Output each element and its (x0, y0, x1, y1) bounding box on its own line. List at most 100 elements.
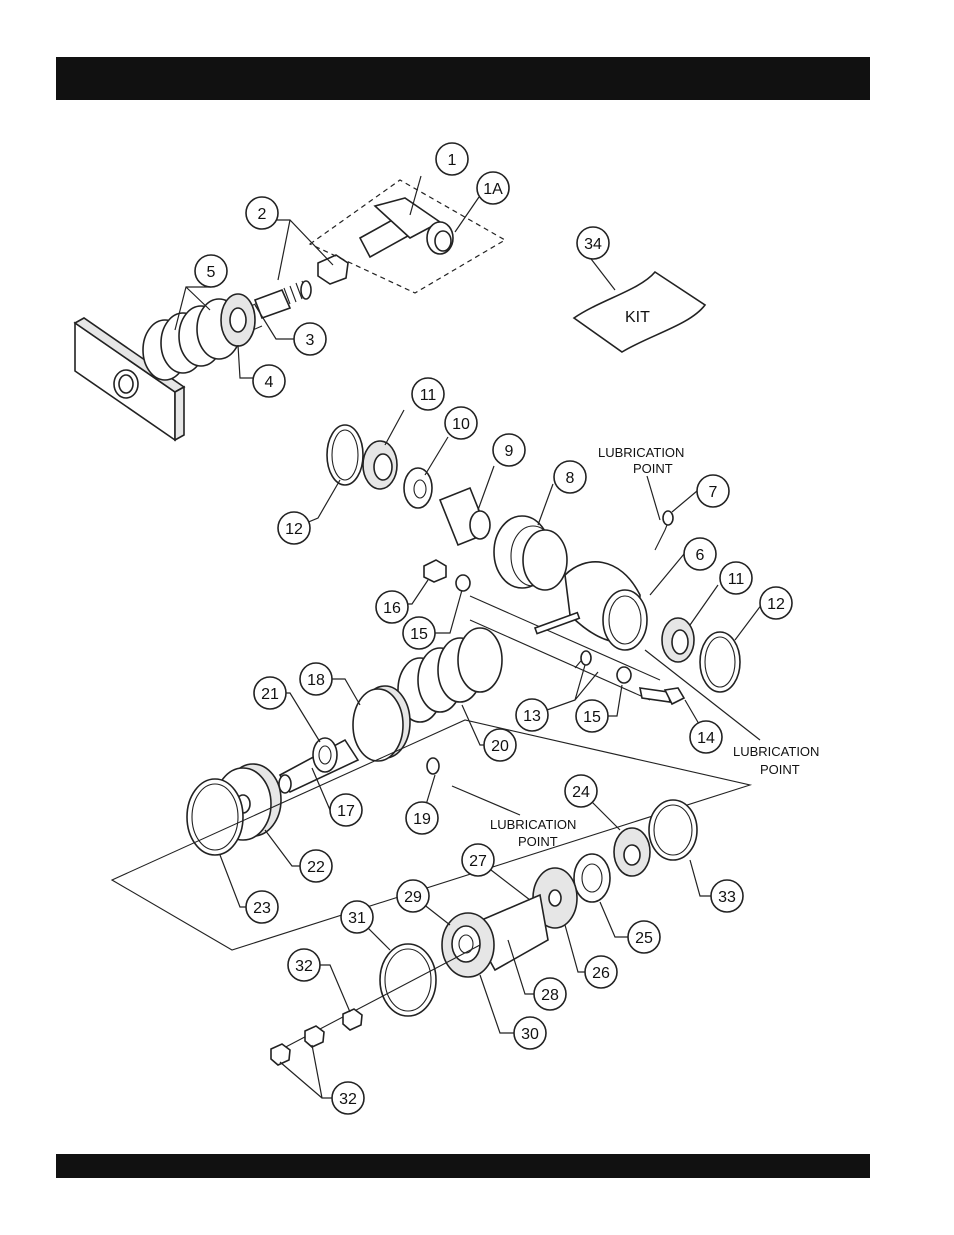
callout-20: 20 (484, 729, 516, 761)
washer-25 (574, 854, 610, 902)
callout-24: 24 (565, 775, 597, 807)
seal-24 (614, 828, 650, 876)
callout-17: 17 (330, 794, 362, 826)
callout-34: 34 (577, 227, 609, 259)
callout-23-label: 23 (253, 900, 271, 917)
disc-18 (353, 686, 410, 761)
callout-2-label: 2 (258, 206, 267, 223)
callout-11-right-label: 11 (728, 571, 745, 588)
bolt-14 (640, 688, 684, 704)
callout-32-top-label: 32 (295, 958, 313, 975)
callout-4-label: 4 (265, 374, 274, 391)
callout-18-label: 18 (307, 672, 325, 689)
lub-right-line2: POINT (760, 762, 800, 777)
callout-30: 30 (514, 1017, 546, 1049)
callout-34-label: 34 (584, 236, 602, 253)
ring-21 (313, 738, 337, 772)
callout-28: 28 (534, 978, 566, 1010)
callout-1: 1 (436, 143, 468, 175)
callout-29-label: 29 (404, 889, 422, 906)
callout-9-label: 9 (505, 443, 514, 460)
callout-32-bottom-label: 32 (339, 1091, 357, 1108)
oring-12-right (700, 632, 740, 692)
callout-3: 3 (294, 323, 326, 355)
callout-17-label: 17 (337, 803, 355, 820)
nut-32-a (343, 1009, 362, 1030)
bearing-11-left (363, 441, 397, 489)
callout-32-bottom: 32 (332, 1082, 364, 1114)
callout-15-right-label: 15 (583, 709, 601, 726)
callout-14: 14 (690, 721, 722, 753)
callout-13: 13 (516, 699, 548, 731)
callout-32-top: 32 (288, 949, 320, 981)
lub-bottom-line1: LUBRICATION (490, 817, 576, 832)
callout-26: 26 (585, 956, 617, 988)
callout-2: 2 (246, 197, 278, 229)
seal-29 (452, 926, 480, 962)
callout-1a-label: 1A (483, 181, 503, 198)
lubrication-note-right: LUBRICATION POINT (733, 744, 819, 777)
oring-23 (187, 779, 243, 855)
callout-6-label: 6 (696, 547, 705, 564)
callout-24-label: 24 (572, 784, 590, 801)
threaded-stem-3 (255, 281, 311, 318)
callout-3-label: 3 (306, 332, 315, 349)
callout-12-left: 12 (278, 512, 310, 544)
callout-21: 21 (254, 677, 286, 709)
callout-31: 31 (341, 901, 373, 933)
callout-15-left-label: 15 (410, 626, 428, 643)
callout-19: 19 (406, 802, 438, 834)
callout-10: 10 (445, 407, 477, 439)
callout-31-label: 31 (348, 910, 366, 927)
callout-11-left: 11 (412, 378, 444, 410)
bearing-11-right (662, 618, 694, 662)
callout-10-label: 10 (452, 416, 470, 433)
kit-label: KIT (625, 309, 650, 326)
housing-6 (565, 562, 647, 650)
callout-19-label: 19 (413, 811, 431, 828)
kit-34: KIT (574, 272, 705, 352)
callout-7-label: 7 (709, 484, 718, 501)
callout-16-label: 16 (383, 600, 401, 617)
callout-15-left: 15 (403, 617, 435, 649)
callout-4: 4 (253, 365, 285, 397)
callout-15-right: 15 (576, 700, 608, 732)
lub-bottom-line2: POINT (518, 834, 558, 849)
lub-top-line2: POINT (633, 461, 673, 476)
callout-6: 6 (684, 538, 716, 570)
callout-5-label: 5 (207, 264, 216, 281)
nut-16 (424, 560, 446, 582)
callout-7: 7 (697, 475, 729, 507)
callout-22: 22 (300, 850, 332, 882)
sleeve-8 (494, 516, 567, 590)
lub-top-line1: LUBRICATION (598, 445, 684, 460)
callout-14-label: 14 (697, 730, 715, 747)
callout-11-left-label: 11 (420, 387, 437, 404)
callout-33-label: 33 (718, 889, 736, 906)
callout-12-right: 12 (760, 587, 792, 619)
callout-1a: 1A (477, 172, 509, 204)
grease-fitting-19 (427, 758, 439, 774)
oring-12-left (327, 425, 363, 485)
lub-right-line1: LUBRICATION (733, 744, 819, 759)
callout-9: 9 (493, 434, 525, 466)
callout-8-label: 8 (566, 470, 575, 487)
collar-4 (221, 294, 255, 346)
callout-5: 5 (195, 255, 227, 287)
fitting-13 (575, 651, 591, 668)
nut-32-b (305, 1026, 324, 1047)
callout-33: 33 (711, 880, 743, 912)
washer-15-right (617, 667, 631, 683)
callout-27: 27 (462, 844, 494, 876)
callout-1-label: 1 (448, 152, 457, 169)
callout-29: 29 (397, 880, 429, 912)
washer-15-left (456, 575, 470, 591)
callout-12-right-label: 12 (767, 596, 785, 613)
callout-26-label: 26 (592, 965, 610, 982)
callout-12-left-label: 12 (285, 521, 303, 538)
callout-30-label: 30 (521, 1026, 539, 1043)
washer-10 (404, 468, 432, 508)
callout-8: 8 (554, 461, 586, 493)
callout-18: 18 (300, 663, 332, 695)
